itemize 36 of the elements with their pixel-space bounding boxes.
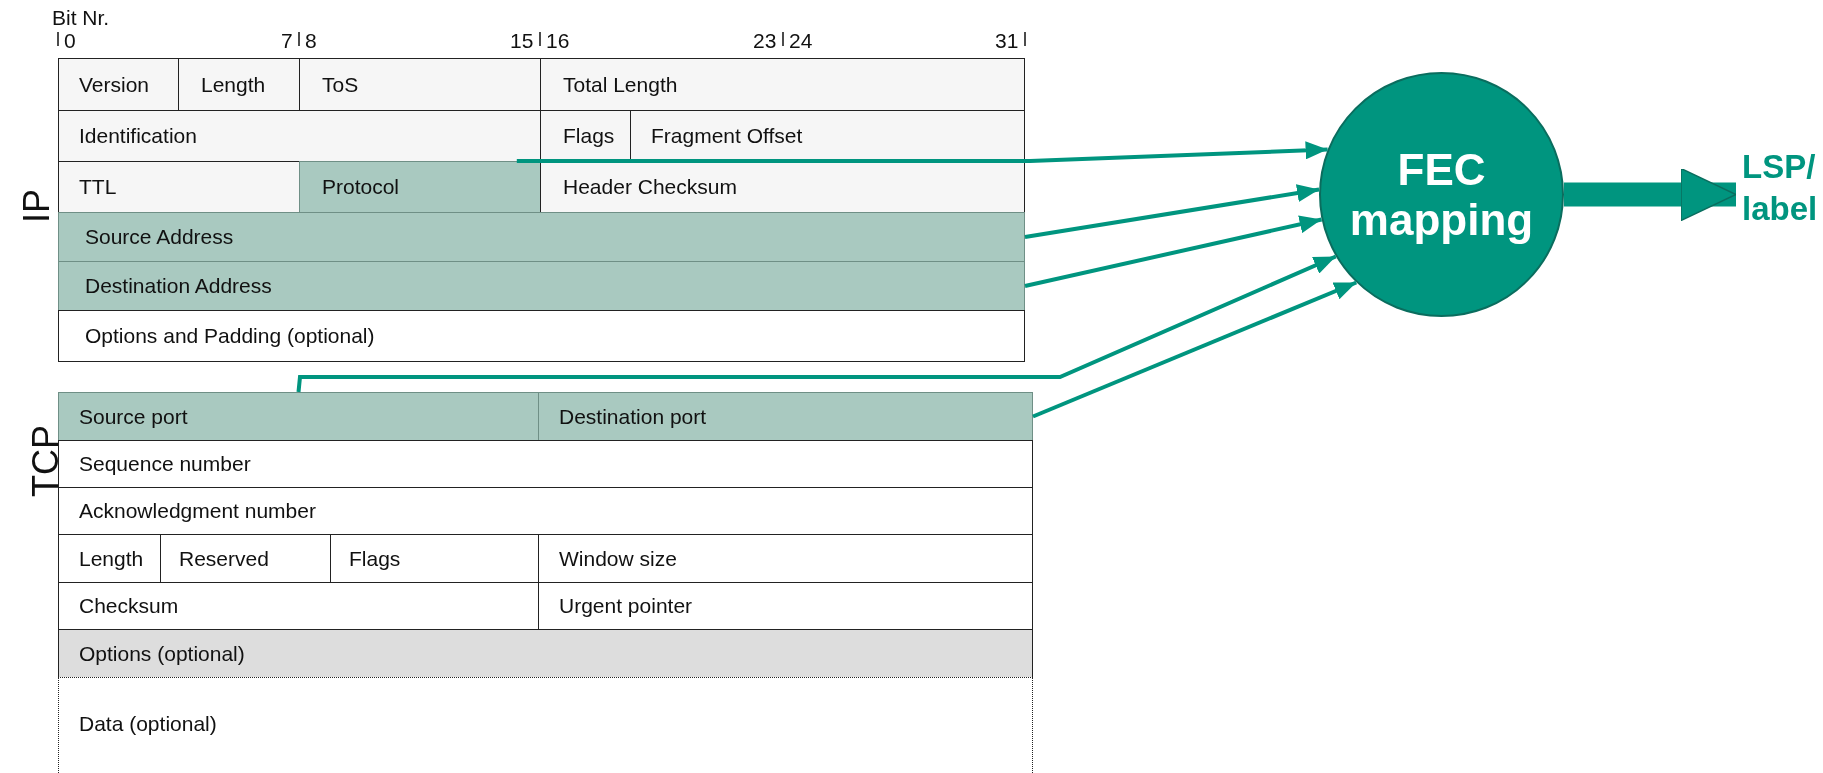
header-field: Destination Address [58,261,1025,311]
header-field: Sequence number [58,440,1033,488]
header-field: Options (optional) [58,629,1033,678]
bit-number: 24 [789,29,813,53]
header-field: Identification [58,110,541,162]
header-field: TTL [58,161,300,213]
arrow [1024,184,1320,239]
bit-number: 7 [281,29,293,53]
header-field: Flags [540,110,631,162]
bit-number: 0 [64,29,76,53]
header-field: Acknowledgment number [58,487,1033,535]
header-field: Length [178,58,300,111]
header-field: Source Address [58,212,1025,262]
arrow [516,141,1328,163]
bit-number: 23 [753,29,777,53]
header-field: Options and Padding (optional) [58,310,1025,362]
process-circle: FEC mapping [1319,72,1564,317]
arrow [296,254,1337,393]
header-field: Protocol [299,161,541,213]
bit-number: 16 [546,29,570,53]
header-field: Total Length [540,58,1025,111]
header-field: Data (optional) [58,677,1033,773]
header-field: ToS [299,58,541,111]
header-field: Header Checksum [540,161,1025,213]
arrow [1024,215,1323,288]
header-field: Fragment Offset [630,110,1025,162]
bit-number: 15 [510,29,534,53]
header-field: Version [58,58,179,111]
block-arrow [1564,167,1737,222]
bit-number: 8 [305,29,317,53]
header-field: Destination port [538,392,1033,441]
arrow [1032,280,1358,419]
header-field: Source port [58,392,539,441]
bit-number: 31 [995,29,1019,53]
bit-label: Bit Nr. [52,6,110,30]
section-label: IP [16,189,58,223]
